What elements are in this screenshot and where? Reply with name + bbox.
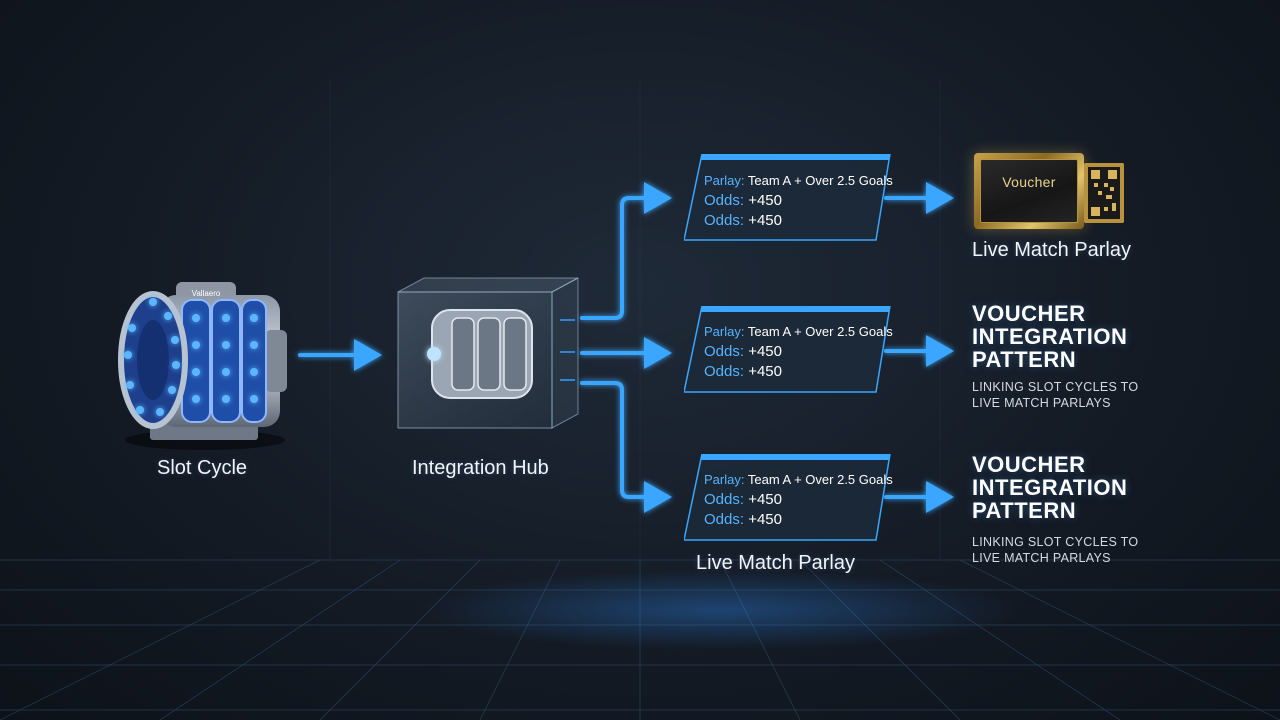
pattern-title-line: INTEGRATION: [972, 324, 1128, 349]
pattern-title-line: INTEGRATION: [972, 475, 1128, 500]
slot-cycle-label: Slot Cycle: [157, 457, 248, 479]
odds-line-2: Odds: +450: [704, 212, 782, 229]
pattern-subtitle-line: LINKING SLOT CYCLES TO: [972, 535, 1139, 549]
parlay-line: Parlay: Team A + Over 2.5 Goals: [704, 324, 893, 339]
odds-line-1: Odds: +450: [704, 491, 782, 508]
voucher-card: Voucher: [974, 153, 1084, 229]
odds-line-2: Odds: +450: [704, 363, 782, 380]
pattern-title-1: VOUCHER INTEGRATION PATTERN: [972, 302, 1127, 371]
slot-machine-illustration: Vallaero: [118, 282, 287, 450]
voucher-title: Voucher: [1002, 174, 1056, 190]
pattern-title-line: VOUCHER: [972, 452, 1086, 477]
live-match-parlay-label-top: Live Match Parlay: [972, 239, 1131, 261]
pattern-subtitle-2: LINKING SLOT CYCLES TO LIVE MATCH PARLAY…: [972, 534, 1138, 566]
parlay-card-3: Parlay: Team A + Over 2.5 Goals Odds: +4…: [684, 454, 893, 541]
pattern-subtitle-line: LIVE MATCH PARLAYS: [972, 396, 1111, 410]
pattern-title-line: VOUCHER: [972, 301, 1086, 326]
live-match-parlay-label-bottom: Live Match Parlay: [696, 552, 855, 574]
odds-line-2: Odds: +450: [704, 511, 782, 528]
integration-hub-label: Integration Hub: [412, 457, 549, 479]
pattern-subtitle-line: LIVE MATCH PARLAYS: [972, 551, 1111, 565]
pattern-subtitle-1: LINKING SLOT CYCLES TO LIVE MATCH PARLAY…: [972, 379, 1138, 411]
odds-line-1: Odds: +450: [704, 343, 782, 360]
parlay-card-1: Parlay: Team A + Over 2.5 Goals Odds: +4…: [684, 154, 893, 241]
parlay-line: Parlay: Team A + Over 2.5 Goals: [704, 173, 893, 188]
arrow-hub-to-card-1: [580, 182, 672, 320]
odds-line-1: Odds: +450: [704, 192, 782, 209]
parlay-card-2: Parlay: Team A + Over 2.5 Goals Odds: +4…: [684, 306, 893, 393]
qr-code-icon: [1084, 163, 1124, 223]
slot-machine-badge: Vallaero: [192, 289, 221, 298]
arrow-hub-to-card-3: [580, 381, 672, 513]
parlay-line: Parlay: Team A + Over 2.5 Goals: [704, 472, 893, 487]
pattern-title-line: PATTERN: [972, 347, 1077, 372]
pattern-title-line: PATTERN: [972, 498, 1077, 523]
pattern-subtitle-line: LINKING SLOT CYCLES TO: [972, 380, 1139, 394]
connector-arrows: [298, 182, 954, 513]
pattern-title-2: VOUCHER INTEGRATION PATTERN: [972, 453, 1127, 522]
integration-hub-illustration: [397, 277, 579, 429]
